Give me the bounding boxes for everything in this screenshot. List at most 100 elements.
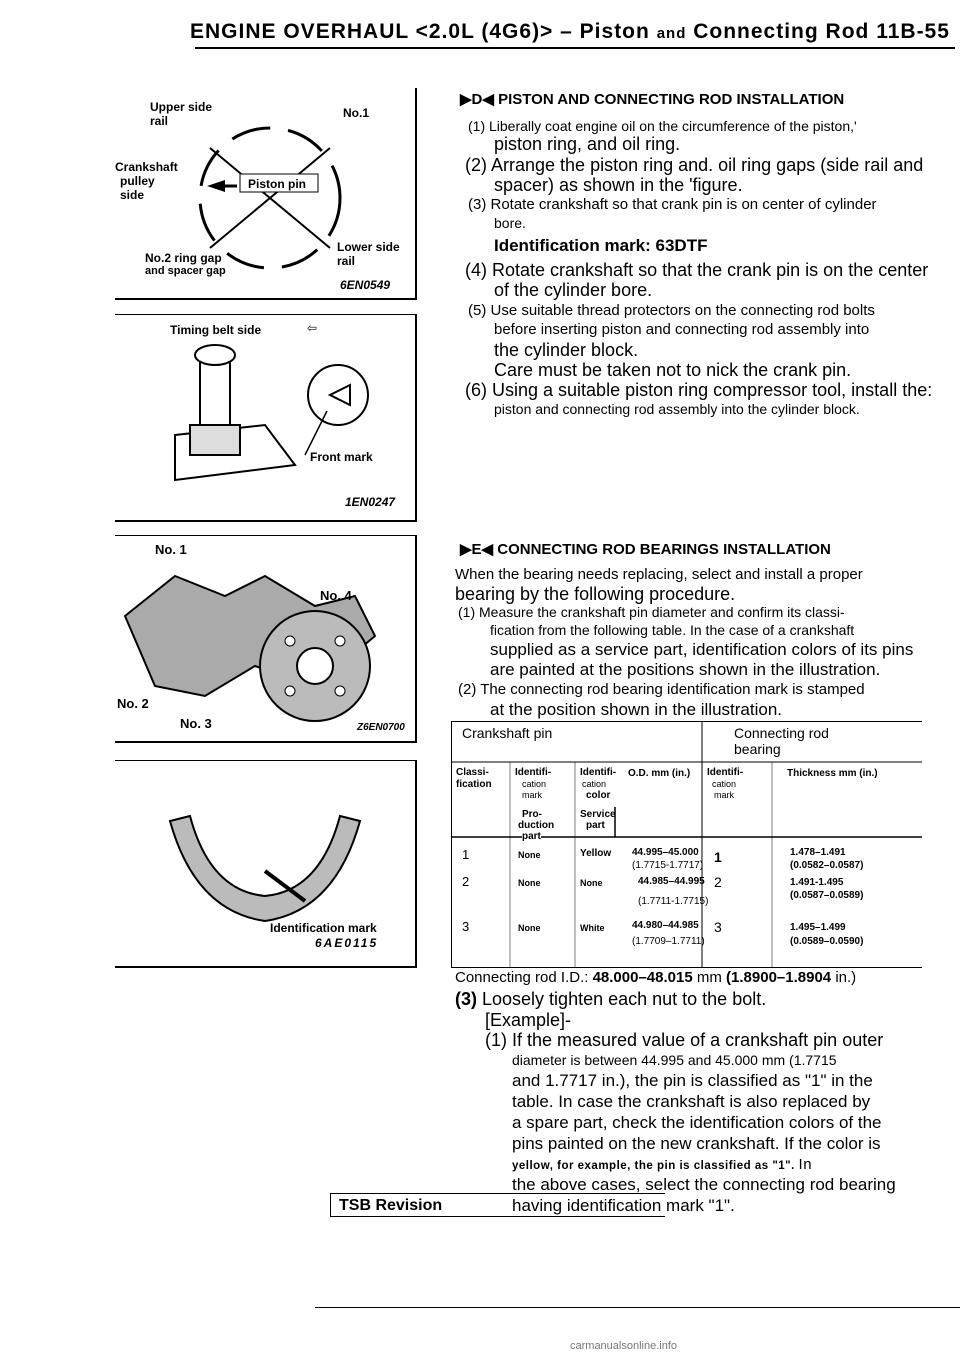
row2-mark: None [518, 878, 541, 888]
header-title: ENGINE OVERHAUL <2.0L (4G6)> – Piston [190, 20, 650, 43]
label-timing-belt-side: Timing belt side [170, 323, 262, 337]
mark-line-2: at the position shown in the illustratio… [490, 700, 783, 719]
label-crankshaft: Crankshaft [115, 160, 178, 174]
col-id-color-2: cation [582, 779, 607, 789]
rod-id-label: Connecting rod I.D.: [455, 969, 589, 986]
example-line-9: having identification mark "1". [512, 1196, 735, 1215]
col-classification-2: fication [456, 779, 492, 790]
row2-thickness-in: (0.0587–0.0589) [790, 890, 864, 901]
step-4-line: (4) Rotate crankshaft so that the crank … [465, 260, 929, 280]
sub-production-3: part [522, 831, 541, 842]
step-1-line: (1) Liberally coat engine oil on the cir… [468, 118, 857, 134]
step-3-loosely: (3) Loosely tighten each nut to the bolt… [455, 989, 766, 1010]
play-icon: ▶ [460, 91, 472, 108]
sub-service-2: part [586, 820, 605, 831]
figure-ring-gaps: Upper side rail No.1 Crankshaft pulley s… [115, 88, 417, 300]
row1-mark: None [518, 850, 541, 860]
step-3-line-2: bore. [494, 215, 526, 231]
header-subject: Connecting Rod [693, 20, 870, 43]
step-6-line-2: piston and connecting rod assembly into … [494, 401, 860, 417]
col-group-crankshaft-pin: Crankshaft pin [462, 725, 553, 741]
figure-code: 6EN0549 [340, 278, 391, 292]
col-id-mark-2: cation [522, 779, 547, 789]
page-number: 11B-55 [876, 20, 950, 43]
figure-crankshaft: No. 1 No. 4 No. 2 No. 3 Z6EN0700 [115, 535, 417, 743]
rod-id-value: 48.000–48.015 [592, 969, 693, 986]
label-no1: No.1 [343, 106, 370, 120]
crankshaft-diagram [123, 574, 377, 722]
step-3-line: (3) Rotate crankshaft so that crank pin … [468, 196, 877, 213]
marker-e-icon: E◀ [471, 541, 494, 558]
section-e-title-text: CONNECTING ROD BEARINGS INSTALLATION [497, 541, 831, 558]
col-group-connecting-rod: Connecting rod [734, 725, 829, 741]
label-lower-side: Lower side [337, 240, 400, 254]
tsb-revision-box: TSB Revision [330, 1193, 665, 1217]
measure-line-4: are painted at the positions shown in th… [490, 660, 881, 679]
step-2-line: (2) Arrange the piston ring and. oil rin… [465, 155, 924, 175]
row2-color: None [580, 878, 603, 888]
label-identification-mark: Identification mark [270, 921, 377, 935]
play-icon: ▶ [460, 541, 472, 558]
label-piston-pin: Piston pin [248, 177, 306, 191]
bearing-diagram [168, 814, 362, 923]
row3-od-in: (1.7709–1.7711) [632, 936, 705, 947]
example-line-5: a spare part, check the identification c… [512, 1113, 882, 1132]
row1-thickness: 1.478–1.491 [790, 847, 846, 858]
col-od: O.D. mm (in.) [628, 768, 691, 779]
row3-color: White [580, 923, 605, 933]
measure-line-2: fication from the following table. In th… [490, 622, 855, 638]
figure-bearing: Identification mark 6AE0115 [115, 760, 417, 968]
step-1-line-2: piston ring, and oil ring. [494, 134, 681, 154]
row1-class: 1 [462, 847, 470, 862]
row2-rod-mark: 2 [714, 874, 722, 890]
arrow-left-icon: ⇦ [307, 321, 318, 335]
step-5-line: (5) Use suitable thread protectors on th… [468, 302, 875, 319]
section-d-title-text: PISTON AND CONNECTING ROD INSTALLATION [498, 91, 845, 108]
col-thickness: Thickness mm (in.) [787, 768, 878, 779]
row3-od: 44.980–44.985 [632, 920, 699, 931]
figure-piston-install: Timing belt side ⇦ Front mark 1EN0247 [115, 314, 417, 522]
label-rail: rail [150, 114, 169, 128]
identification-mark-line: Identification mark: 63DTF [494, 236, 708, 255]
step-4-line-2: of the cylinder bore. [494, 280, 653, 300]
label-pin-no2: No. 2 [117, 696, 149, 711]
figure-code: 6AE0115 [315, 936, 379, 950]
col-rod-id-mark: Identifi- [707, 767, 744, 778]
col-id-mark: Identifi- [515, 767, 552, 778]
step-5-line-3: the cylinder block. [494, 340, 639, 360]
step-6-line: (6) Using a suitable piston ring compres… [465, 380, 933, 400]
example-line-7-text: yellow, for example, the pin is classifi… [512, 1160, 795, 1172]
step-3-number: (3) [455, 989, 477, 1009]
row1-rod-mark: 1 [714, 849, 722, 865]
rod-id-inch: (1.8900–1.8904 [726, 969, 832, 986]
section-e-title: ▶E◀ CONNECTING ROD BEARINGS INSTALLATION [460, 540, 831, 558]
example-line-3: and 1.7717 in.), the pin is classified a… [512, 1071, 873, 1090]
col-id-color: Identifi- [580, 767, 617, 778]
example-line-8: the above cases, select the connecting r… [512, 1175, 896, 1194]
measure-line: (1) Measure the crankshaft pin diameter … [458, 604, 845, 620]
label-side: side [120, 188, 145, 202]
row1-color: Yellow [580, 848, 612, 859]
step-5-line-4: Care must be taken not to nick the crank… [494, 360, 852, 380]
row2-thickness: 1.491-1.495 [790, 877, 844, 888]
label-lower-rail: rail [337, 254, 356, 268]
page-header: ENGINE OVERHAUL <2.0L (4G6)> – Piston an… [190, 20, 950, 44]
figure-code: Z6EN0700 [357, 722, 405, 733]
header-rule [195, 47, 955, 49]
sub-service: Service [580, 809, 616, 820]
row2-class: 2 [462, 874, 470, 889]
row1-thickness-in: (0.0582–0.0587) [790, 860, 864, 871]
example-line-6: pins painted on the new crankshaft. If t… [512, 1134, 881, 1153]
intro-line: When the bearing needs replacing, select… [455, 566, 863, 583]
col-rod-id-mark-2: cation [712, 779, 737, 789]
measure-line-3: supplied as a service part, identificati… [490, 640, 914, 659]
intro-line-2: bearing by the following procedure. [455, 584, 736, 604]
example-line-7: yellow, for example, the pin is classifi… [512, 1156, 812, 1173]
row3-class: 3 [462, 919, 470, 934]
rod-id-line: Connecting rod I.D.: 48.000–48.015 mm (1… [455, 969, 856, 986]
row2-od-in: (1.7711-1.7715) [638, 896, 709, 907]
row1-od: 44.995–45.000 [632, 847, 699, 858]
row3-thickness-in: (0.0589–0.0590) [790, 936, 864, 947]
sub-production-2: duction [518, 820, 555, 831]
rod-id-inch-unit: in.) [835, 969, 857, 986]
